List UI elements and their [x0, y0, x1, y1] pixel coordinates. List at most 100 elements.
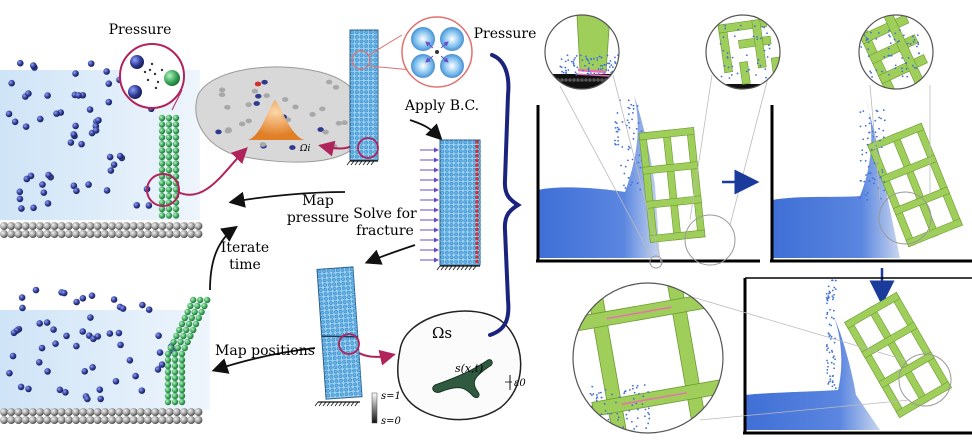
fluid-droplet: [722, 36, 725, 39]
grid-node: [341, 341, 345, 346]
fluid-particle: [117, 341, 124, 349]
grid-node: [467, 259, 472, 264]
fluid-droplet: [631, 181, 634, 184]
fluid-droplet: [883, 119, 886, 122]
floor-particle: [165, 230, 174, 238]
floor-particle: [580, 78, 584, 82]
grid-node: [350, 76, 355, 81]
fluid-particle: [60, 289, 68, 297]
grid-node: [449, 140, 454, 145]
grid-node: [458, 158, 463, 163]
grid-node: [328, 361, 333, 365]
fluid-droplet: [828, 351, 831, 354]
fluid-droplet: [867, 172, 870, 175]
grid-node: [364, 85, 368, 90]
floor-particle: [43, 230, 52, 238]
grid-node: [328, 291, 333, 296]
grid-node: [463, 177, 468, 182]
fluid-droplet: [832, 356, 835, 359]
fluid-particle: [16, 195, 24, 203]
fluid-particle: [110, 296, 118, 303]
fluid-droplet: [598, 392, 600, 394]
grid-node: [326, 269, 331, 273]
fluid-droplet: [728, 77, 731, 79]
fluid-droplet: [888, 73, 890, 76]
floor-particle: [14, 222, 23, 230]
bc-node: [475, 140, 479, 144]
floor-particle: [93, 230, 102, 238]
fluid-droplet: [867, 48, 870, 51]
grid-node: [440, 241, 445, 246]
grid-node: [463, 236, 468, 241]
grid-node: [444, 223, 449, 228]
fluid-droplet: [866, 137, 869, 140]
grid-node: [368, 94, 373, 99]
grid-node: [368, 44, 373, 48]
fluid-droplet: [610, 71, 612, 74]
solid-particle: [158, 179, 166, 187]
fluid-particle: [30, 204, 37, 212]
fluid-droplet: [882, 136, 885, 139]
grid-node: [440, 204, 445, 209]
fluid-particle: [156, 349, 164, 356]
fluid-droplet: [628, 409, 631, 412]
fluid-droplet: [831, 289, 834, 292]
fluid-particle: [32, 286, 40, 294]
fluid-particle: [89, 364, 96, 371]
fluid-droplet: [616, 130, 619, 133]
fluid-droplet: [614, 121, 617, 123]
solid-particle: [164, 350, 172, 358]
fluid-droplet: [829, 334, 831, 337]
solid-particle: [158, 153, 166, 161]
fluid-droplet: [865, 151, 868, 154]
grid-node: [444, 227, 449, 232]
grid-node: [373, 67, 378, 72]
grid-node: [326, 328, 331, 333]
bc-node: [475, 158, 479, 163]
fluid-droplet: [831, 279, 833, 282]
solid-particle: [165, 147, 173, 154]
fluid-droplet: [614, 139, 616, 142]
domain-node: [261, 79, 268, 85]
fluid-droplet: [826, 313, 829, 316]
fluid-droplet: [868, 122, 871, 125]
fluid-droplet: [873, 162, 876, 165]
grid-node: [344, 318, 348, 323]
domain-node: [263, 93, 270, 99]
fluid-droplet: [567, 59, 570, 62]
zoom-circle-2: [706, 15, 780, 89]
fluid-particle: [106, 153, 114, 161]
fluid-particle: [16, 59, 24, 67]
fluid-droplet: [756, 36, 759, 38]
floor-particle: [93, 416, 102, 424]
fluid-droplet: [875, 38, 878, 40]
grid-node: [444, 154, 449, 159]
grid-node: [350, 281, 355, 285]
grid-node: [364, 76, 368, 81]
fluid-droplet: [626, 417, 628, 420]
grid-node: [449, 227, 454, 232]
domain-node: [251, 88, 259, 94]
fluid-droplet: [597, 68, 600, 71]
phase-legend: [371, 392, 378, 424]
grid-node: [463, 158, 468, 163]
solid-particle: [178, 398, 186, 406]
grid-node: [364, 113, 368, 118]
grid-node: [359, 58, 364, 62]
grid-node: [454, 167, 458, 172]
fluid-droplet: [865, 37, 868, 39]
solid-grid-vertical: [346, 29, 413, 166]
grid-node: [325, 315, 330, 320]
fluid-droplet: [768, 47, 771, 50]
fluid-droplet: [599, 64, 602, 67]
fluid-droplet: [826, 302, 828, 305]
grid-node: [323, 347, 327, 352]
fluid-droplet: [863, 34, 866, 37]
fluid-particle: [73, 298, 80, 306]
bc-node: [475, 236, 479, 241]
grid-node: [328, 365, 333, 370]
grid-node: [454, 227, 458, 232]
fluid-particle: [154, 366, 162, 373]
floor-particle: [158, 416, 167, 424]
grid-node: [324, 366, 329, 370]
